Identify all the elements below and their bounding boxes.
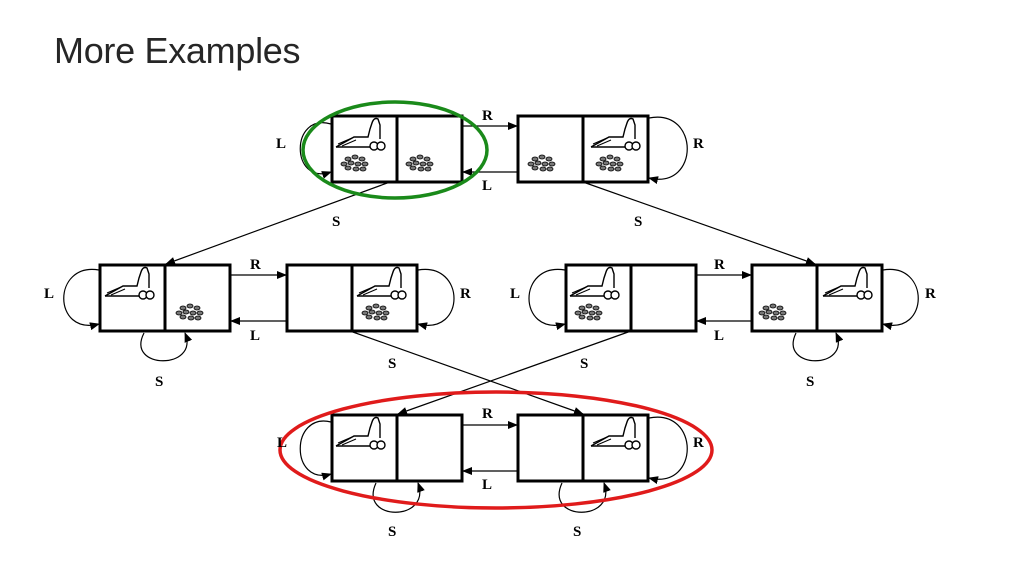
label-left: L	[714, 328, 724, 344]
state-bottom-right	[516, 413, 650, 483]
label-right: R	[482, 108, 493, 124]
label-right: R	[250, 257, 261, 273]
slide-title: More Examples	[54, 30, 301, 71]
self-loops	[63, 116, 919, 513]
label-suck: S	[634, 214, 642, 230]
label-left: L	[510, 286, 520, 302]
state-mid-a	[98, 263, 232, 333]
label-suck: S	[388, 524, 396, 540]
state-mid-c	[564, 263, 698, 333]
label-right: R	[693, 136, 704, 152]
label-right: R	[460, 286, 471, 302]
state-top-right	[516, 114, 650, 184]
action-labels: R L L R S S R L L R S S S R L L R S R L …	[44, 108, 936, 540]
label-left: L	[250, 328, 260, 344]
label-right: R	[693, 435, 704, 451]
label-suck: S	[332, 214, 340, 230]
label-suck: S	[388, 356, 396, 372]
label-right: R	[482, 406, 493, 422]
label-left: L	[277, 435, 287, 451]
goal-states-highlight	[278, 390, 714, 510]
label-suck: S	[155, 374, 163, 390]
state-mid-b	[285, 263, 419, 333]
label-left: L	[276, 136, 286, 152]
label-left: L	[44, 286, 54, 302]
label-left: L	[482, 178, 492, 194]
label-right: R	[925, 286, 936, 302]
label-right: R	[714, 257, 725, 273]
start-state-highlight	[301, 100, 489, 200]
transitions-horizontal	[230, 122, 752, 475]
label-suck: S	[806, 374, 814, 390]
label-suck: S	[580, 356, 588, 372]
transitions-suck	[165, 181, 816, 415]
label-suck: S	[573, 524, 581, 540]
state-bottom-left	[330, 413, 464, 483]
label-left: L	[482, 477, 492, 493]
state-top-left	[330, 114, 464, 184]
state-mid-d	[750, 263, 884, 333]
